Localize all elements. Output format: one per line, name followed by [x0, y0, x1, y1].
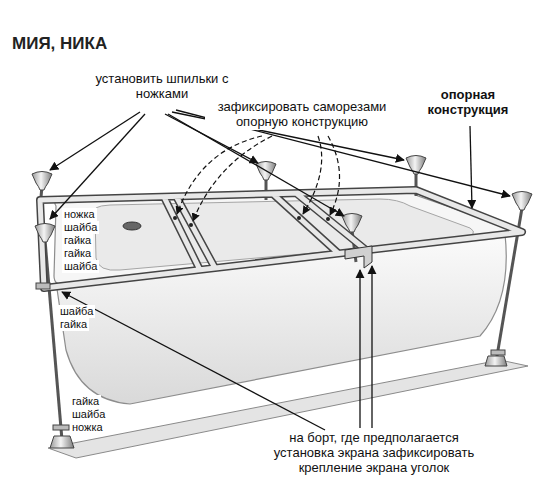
drain-hole: [123, 222, 141, 230]
floor-foot: [485, 356, 507, 366]
callout-label: гайка: [62, 247, 93, 260]
dashed-arrow: [328, 136, 340, 215]
leader-arrows: [50, 110, 510, 430]
leg-cup: [35, 224, 55, 243]
callout-label: гайка: [70, 395, 101, 408]
leg-cup: [512, 192, 532, 211]
diagram-title: МИЯ, НИКА: [12, 34, 107, 54]
leader-arrow: [359, 270, 360, 428]
leader-arrow: [50, 114, 145, 219]
callout-label: шайба: [62, 221, 99, 234]
callout-label: опорная конструкция: [411, 88, 525, 118]
callout-label: на борт, где предполагается установка эк…: [261, 431, 487, 476]
screws: [173, 216, 330, 227]
screw: [326, 217, 330, 221]
dashed-arrow: [177, 136, 262, 214]
callout-label: шайба: [62, 260, 99, 273]
support-frame: [40, 190, 522, 288]
leader-arrow: [470, 126, 472, 208]
nut: [53, 425, 69, 430]
leg-cup: [32, 172, 52, 191]
leader-arrow: [50, 112, 140, 170]
callout-label: шайба: [70, 408, 107, 421]
callout-label: ножка: [62, 208, 97, 221]
callout-label: установить шпильки с ножками: [90, 72, 234, 102]
callout-label: зафиксировать саморезами опорную констру…: [205, 100, 399, 130]
leg-rod: [45, 240, 62, 440]
leg-cups: [32, 156, 532, 243]
screw: [173, 216, 177, 220]
screw: [297, 216, 301, 220]
dashed-arrow: [193, 136, 272, 221]
callout-label: гайка: [58, 318, 89, 331]
dashed-arrow: [303, 136, 322, 214]
leg-cup: [342, 214, 362, 233]
dashed-arrows: [177, 136, 340, 221]
leader-arrow: [62, 292, 325, 430]
nut: [36, 283, 50, 289]
leader-arrow: [371, 266, 372, 428]
nut: [491, 350, 505, 355]
floor-foot: [50, 436, 74, 448]
screen-bracket: [345, 246, 372, 268]
screw: [189, 223, 193, 227]
callout-label: ножка: [70, 421, 105, 434]
frame-outline: [40, 190, 522, 288]
callout-label: шайба: [58, 305, 95, 318]
nuts: [36, 283, 505, 430]
callout-label: гайка: [62, 234, 93, 247]
frame-bar: [40, 190, 522, 288]
leg-rods: [40, 172, 522, 440]
